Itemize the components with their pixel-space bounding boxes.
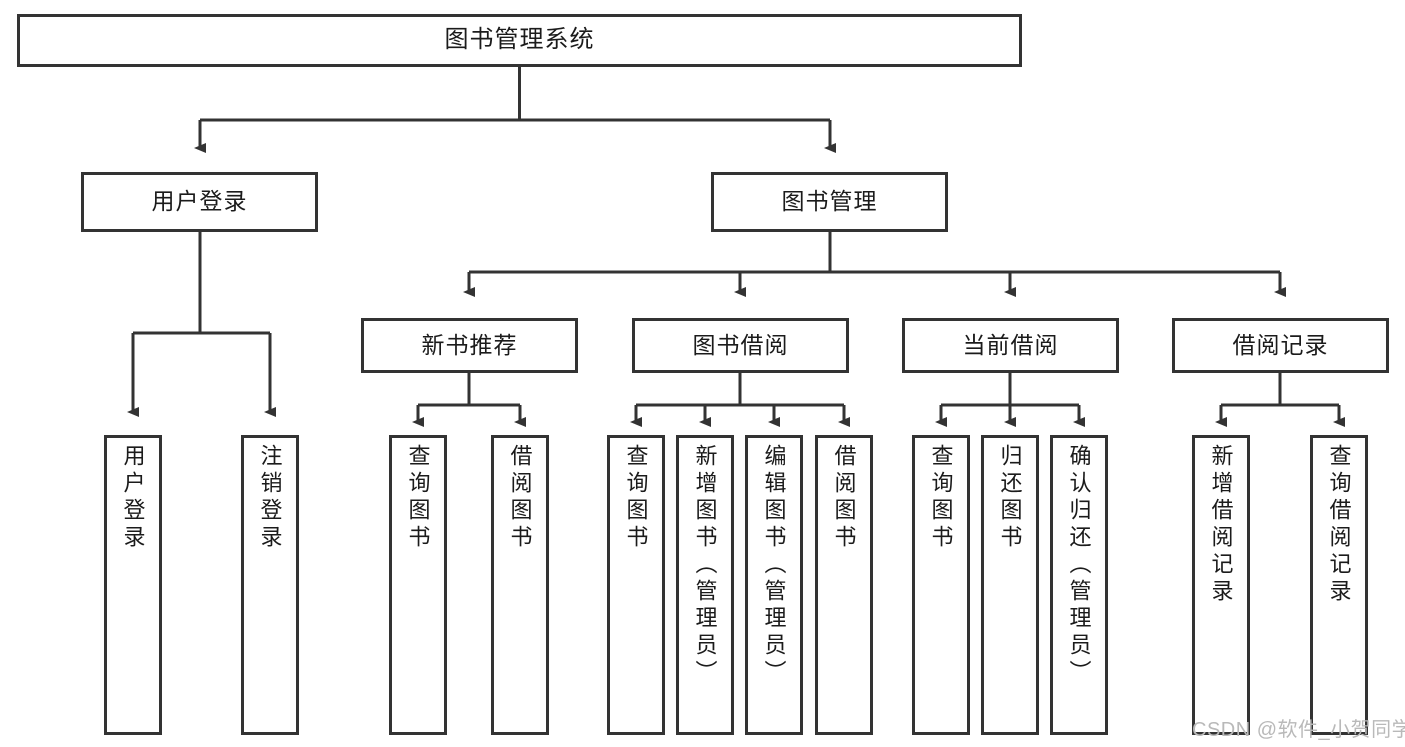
node-root-label: 图书管理系统	[444, 26, 595, 54]
leaf-return-book-label: 归还图书	[997, 444, 1023, 552]
leaf-borrow-book-2[interactable]: 借阅图书	[815, 435, 873, 735]
watermark: CSDN @软件_小贺同学	[1192, 719, 1405, 741]
node-book-management-label: 图书管理	[781, 188, 878, 215]
node-current-borrow[interactable]: 当前借阅	[902, 318, 1119, 373]
leaf-borrow-book-2-label: 借阅图书	[831, 444, 857, 552]
leaf-user-login[interactable]: 用户登录	[104, 435, 162, 735]
leaf-query-book-3-label: 查询图书	[928, 444, 954, 552]
node-user-login-label: 用户登录	[151, 188, 248, 215]
leaf-query-borrow-record-label: 查询借阅记录	[1326, 444, 1352, 606]
leaf-query-book-3[interactable]: 查询图书	[912, 435, 970, 735]
node-current-borrow-label: 当前借阅	[962, 331, 1059, 358]
leaf-edit-book-admin[interactable]: 编辑图书（管理员）	[745, 435, 803, 735]
leaf-user-login-label: 用户登录	[120, 444, 146, 552]
leaf-edit-book-admin-label: 编辑图书（管理员）	[761, 444, 787, 687]
leaf-query-book-2-label: 查询图书	[623, 444, 649, 552]
node-book-borrow-label: 图书借阅	[692, 331, 789, 358]
leaf-query-book-2[interactable]: 查询图书	[607, 435, 665, 735]
leaf-borrow-book-1-label: 借阅图书	[507, 444, 533, 552]
leaf-confirm-return-admin[interactable]: 确认归还（管理员）	[1050, 435, 1108, 735]
node-book-borrow[interactable]: 图书借阅	[632, 318, 849, 373]
leaf-add-borrow-record-label: 新增借阅记录	[1208, 444, 1234, 606]
leaf-add-book-admin-label: 新增图书（管理员）	[692, 444, 718, 687]
leaf-query-book-1-label: 查询图书	[405, 444, 431, 552]
node-root[interactable]: 图书管理系统	[17, 14, 1022, 67]
leaf-logout-login[interactable]: 注销登录	[241, 435, 299, 735]
leaf-confirm-return-admin-label: 确认归还（管理员）	[1066, 444, 1092, 687]
leaf-query-book-1[interactable]: 查询图书	[389, 435, 447, 735]
node-new-book-recommend-label: 新书推荐	[421, 331, 518, 358]
leaf-borrow-book-1[interactable]: 借阅图书	[491, 435, 549, 735]
node-borrow-record[interactable]: 借阅记录	[1172, 318, 1389, 373]
leaf-add-borrow-record[interactable]: 新增借阅记录	[1192, 435, 1250, 735]
leaf-add-book-admin[interactable]: 新增图书（管理员）	[676, 435, 734, 735]
node-book-management[interactable]: 图书管理	[711, 172, 948, 232]
leaf-return-book[interactable]: 归还图书	[981, 435, 1039, 735]
leaf-logout-login-label: 注销登录	[257, 444, 283, 552]
leaf-query-borrow-record[interactable]: 查询借阅记录	[1310, 435, 1368, 735]
node-new-book-recommend[interactable]: 新书推荐	[361, 318, 578, 373]
node-borrow-record-label: 借阅记录	[1232, 331, 1329, 358]
node-user-login[interactable]: 用户登录	[81, 172, 318, 232]
